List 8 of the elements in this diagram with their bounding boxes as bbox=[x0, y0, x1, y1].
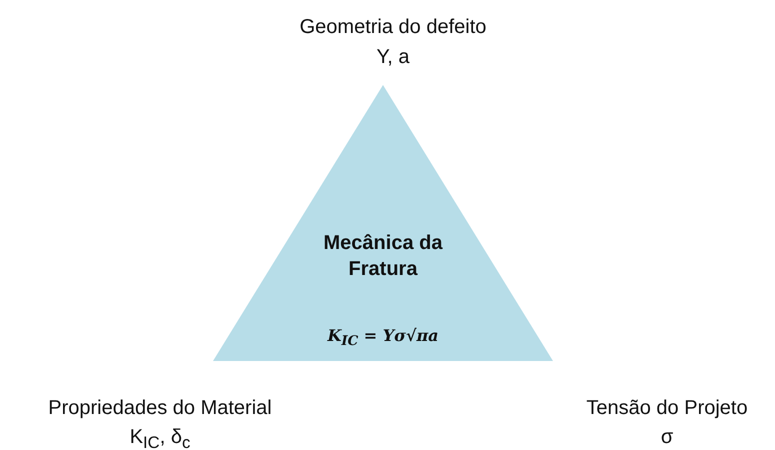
corner-label: K$_{IC}$, δ$_{c}$ bbox=[128, 425, 192, 450]
formula: K$_{IC}$ = Yσ√πa bbox=[326, 326, 440, 350]
corner-label: Tensão do Projeto bbox=[585, 396, 749, 421]
triangle-title: Mecânica da Fratura bbox=[322, 231, 444, 282]
corner-label: Propriedades do Material bbox=[47, 396, 273, 421]
corner-label: σ bbox=[660, 425, 674, 450]
corner-label: Y, a bbox=[376, 45, 410, 70]
corner-label: Geometria do defeito bbox=[298, 15, 488, 40]
